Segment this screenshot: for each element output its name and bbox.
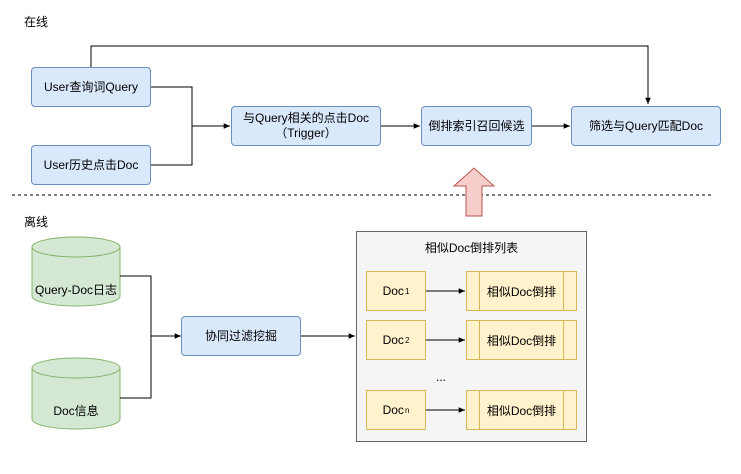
doc-2-similar-list: 相似Doc倒排: [466, 320, 577, 360]
query-doc-log-label: Query-Doc日志: [34, 283, 117, 297]
doc-n-similar-list: 相似Doc倒排: [466, 390, 577, 430]
offline-to-online-arrow: [452, 167, 496, 217]
edge-query-to-filter: [90, 45, 651, 104]
edge-query-to-trigger: [151, 86, 230, 129]
doc-n-similar-label: 相似Doc倒排: [486, 403, 557, 418]
doc-1-label: Doc: [382, 284, 404, 298]
trigger-node: 与Query相关的点击Doc （Trigger）: [231, 106, 381, 146]
trigger-node-line2: （Trigger）: [275, 126, 337, 140]
filter-node: 筛选与Query匹配Doc: [571, 106, 721, 146]
edge-log-to-cf: [120, 275, 181, 339]
online-section-label: 在线: [24, 15, 49, 29]
inverted-recall-node: 倒排索引召回候选: [421, 106, 532, 146]
rows-ellipsis: ...: [436, 370, 447, 384]
doc-info-cylinder: [31, 357, 121, 430]
doc-n-subscript: n: [404, 405, 410, 415]
doc-2-label: Doc: [382, 333, 404, 347]
user-query-node: User查询词Query: [31, 67, 151, 107]
cf-mining-node: 协同过滤挖掘: [181, 316, 301, 356]
doc-1-similar-label: 相似Doc倒排: [486, 284, 557, 299]
doc-info-label: Doc信息: [53, 404, 99, 418]
doc-2-similar-label: 相似Doc倒排: [486, 333, 557, 348]
doc-2-subscript: 2: [404, 335, 410, 345]
trigger-node-line1: 与Query相关的点击Doc: [242, 111, 370, 125]
doc-n-label: Doc: [382, 403, 404, 417]
edge-docinfo-to-cf: [120, 336, 152, 399]
panel-title: 相似Doc倒排列表: [424, 241, 519, 255]
query-doc-log-cylinder: [31, 236, 121, 307]
doc-1-similar-list: 相似Doc倒排: [466, 271, 577, 311]
doc-1-subscript: 1: [404, 286, 410, 296]
edge-clicks-to-trigger: [151, 126, 193, 166]
user-clicks-node: User历史点击Doc: [31, 145, 151, 185]
offline-section-label: 离线: [24, 215, 49, 229]
